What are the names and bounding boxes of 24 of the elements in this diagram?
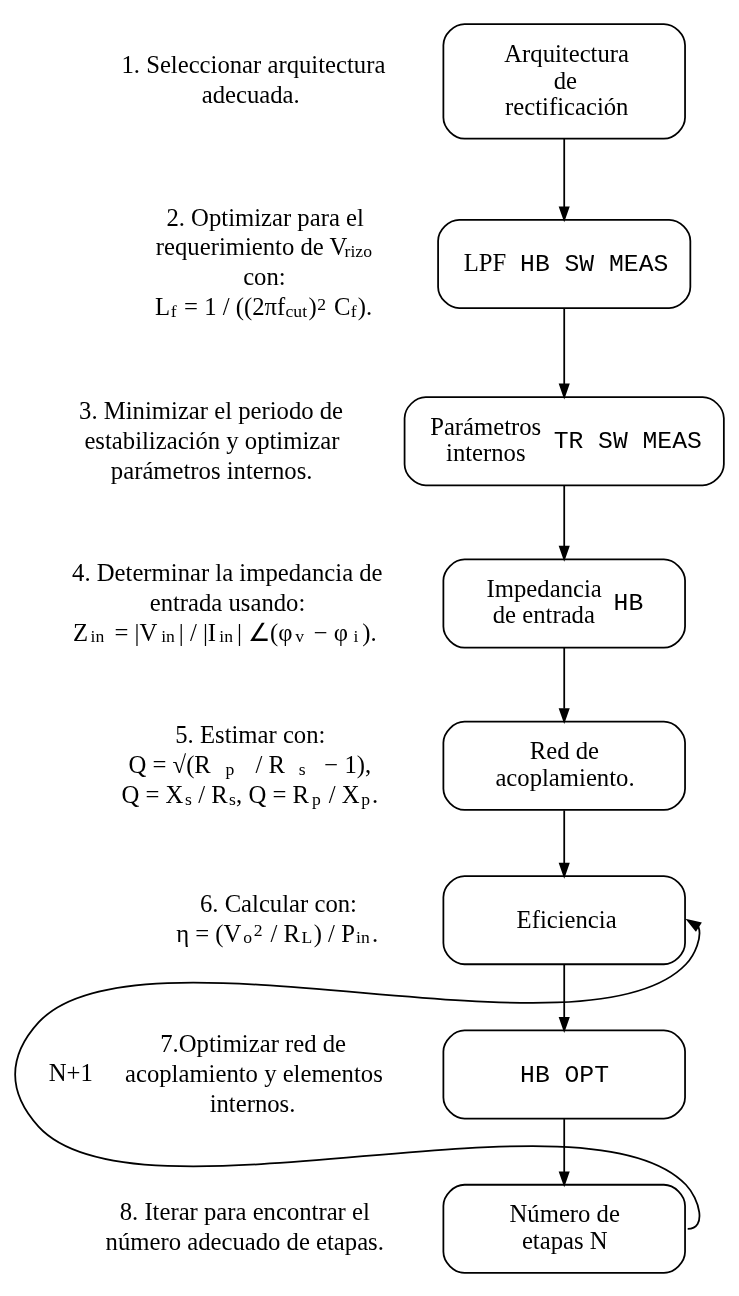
node-label: η = (Vo2 / RL) / Pin. [176, 919, 379, 947]
node-label: 8. Iterar para encontrar el número adecuado de etapas. [105, 1197, 384, 1255]
node-label: 2. Optimizar para el requerimiento de Vrizo con: [155, 203, 373, 290]
edge-label: N+1 [48, 1058, 93, 1086]
arrow [558, 306, 570, 399]
node-box: Eficiencia [442, 874, 686, 965]
node-box: HB OPT [442, 1029, 686, 1119]
node-box: Arquitectura de rectificación [442, 22, 686, 140]
node-label: Q = Xs / Rs, Q = Rp / Xp. [121, 780, 379, 809]
arrow [558, 1117, 570, 1187]
node-box: Red de acoplamiento. [442, 720, 686, 811]
node-label: 4. Determinar la impedancia de entrada usando: [72, 558, 383, 616]
arrow [558, 646, 570, 724]
node-label: 6. Calcular con: [199, 889, 357, 917]
node-label: 3. Minimizar el periodo de estabilización y optimizar parámetros internos. [79, 396, 344, 484]
node-box: Número de etapas N [442, 1183, 686, 1274]
arrow [558, 137, 570, 222]
arrow [558, 809, 570, 879]
node-box: LPF HB SW MEAS [437, 218, 692, 309]
node-label: 1. Seleccionar arquitectura adecuada. [121, 50, 386, 108]
arrow [558, 484, 570, 562]
node-label: 5. Estimar con: [175, 720, 326, 748]
arrow [558, 963, 570, 1033]
node-label: 7.Optimizar red de acoplamiento y elementos internos. [124, 1029, 383, 1117]
